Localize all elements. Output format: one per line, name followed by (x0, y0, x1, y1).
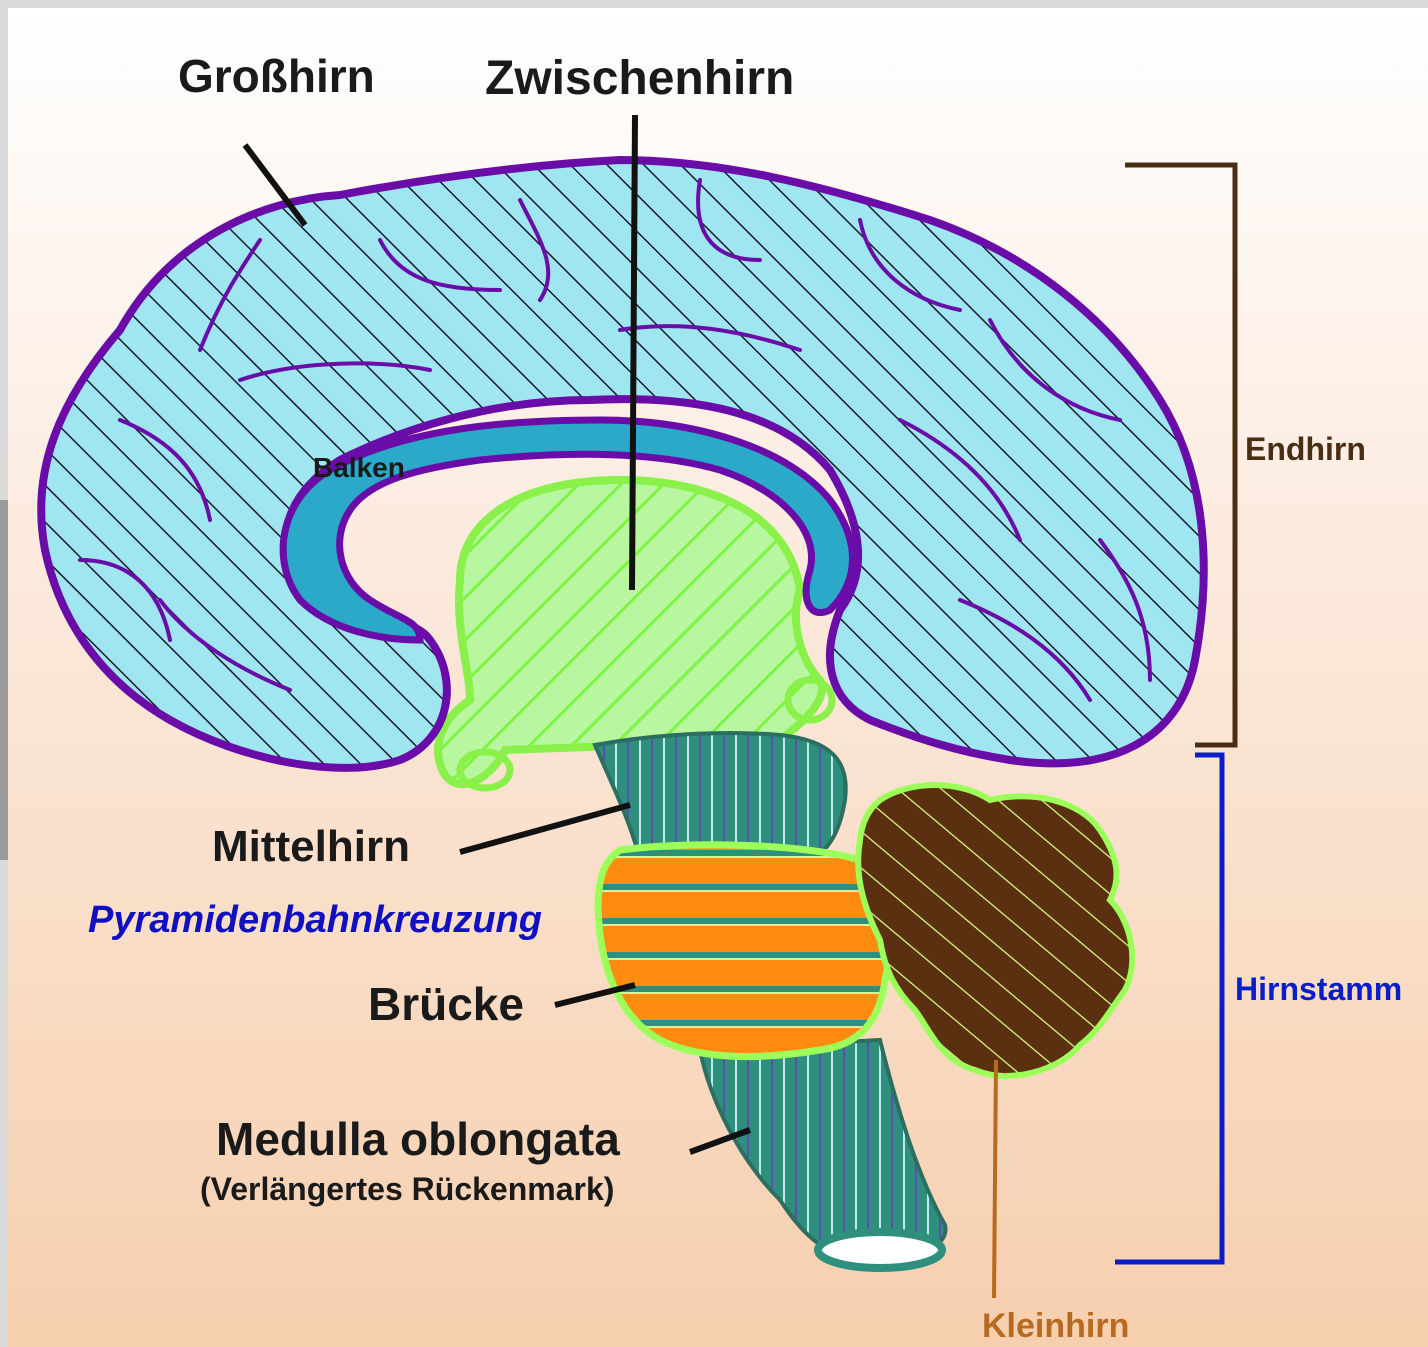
hirnstamm-label: Hirnstamm (1235, 971, 1402, 1007)
zwischenhirn-leader (632, 115, 635, 590)
mittelhirn-shape (595, 733, 846, 860)
bruecke-label: Brücke (368, 978, 524, 1030)
grosshirn-label: Großhirn (178, 50, 375, 102)
endhirn-label: Endhirn (1245, 431, 1366, 467)
pyramidenbahnkreuzung-label: Pyramidenbahnkreuzung (88, 899, 542, 941)
mittelhirn-label: Mittelhirn (212, 822, 410, 871)
left-edge-shadow (0, 500, 8, 860)
bruecke-shape (598, 845, 890, 1057)
medulla-sublabel: (Verlängertes Rückenmark) (200, 1171, 614, 1207)
kleinhirn-leader (994, 1060, 996, 1298)
spinal-cord-opening (818, 1232, 942, 1268)
medulla-label: Medulla oblongata (216, 1113, 620, 1165)
kleinhirn-label: Kleinhirn (982, 1307, 1129, 1345)
balken-label: Balken (313, 452, 405, 483)
zwischenhirn-label: Zwischenhirn (485, 52, 794, 105)
